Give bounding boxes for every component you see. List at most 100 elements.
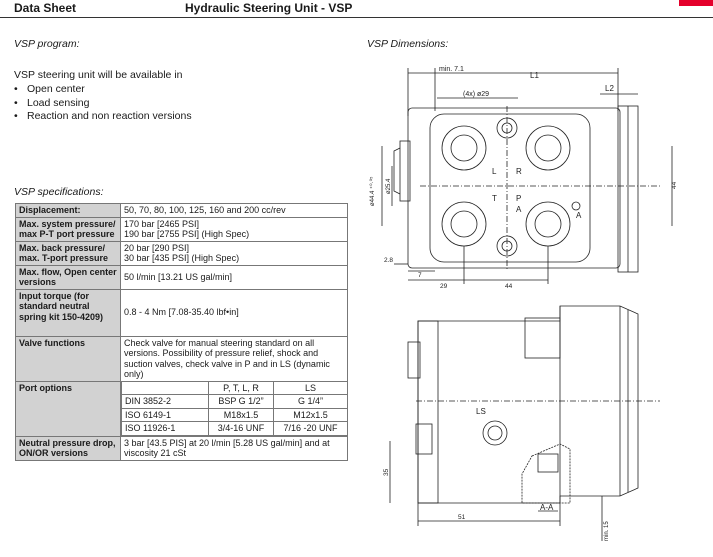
brand-accent-bar (679, 0, 713, 6)
side-shaft (407, 341, 421, 379)
dim-d44-label: ø44.4 ⁺⁰·⁰⁵ (369, 176, 376, 206)
housing-outline (407, 107, 621, 269)
spec-value: 170 bar [2465 PSI] 190 bar [2755 PSI] (H… (120, 216, 348, 242)
program-list: Open center Load sensing Reaction and no… (14, 83, 192, 124)
port-r-label: R (516, 167, 522, 176)
port-t-inner (450, 210, 478, 238)
l2-label: L2 (605, 84, 614, 93)
specs-heading: VSP specifications: (14, 186, 104, 198)
spec-value: 0.8 - 4 Nm [7.08-35.40 lbf•in] (120, 288, 348, 337)
dim-44-label: 44 (671, 181, 678, 189)
spec-label: Input torque (for standard neutral sprin… (15, 288, 121, 337)
spec-value: 20 bar [290 PSI] 30 bar [435 PSI] (High … (120, 240, 348, 266)
spec-value-line: 170 bar [2465 PSI] (124, 218, 200, 229)
section-a-label: A (576, 211, 582, 220)
table-row: ISO 11926-1 3/4-16 UNF 7/16 -20 UNF (121, 421, 347, 436)
table-cell: G 1/4” (273, 394, 347, 409)
port-l-label: L (492, 167, 497, 176)
section-aa-label: A-A (540, 503, 554, 512)
port-r-inner (534, 134, 562, 162)
table-row: P, T, L, R LS (121, 381, 347, 395)
ls-port (482, 420, 508, 446)
table-cell: ISO 6149-1 (121, 407, 209, 422)
port-r-outer (525, 125, 571, 171)
table-cell: M18x1.5 (208, 407, 274, 422)
program-intro: VSP steering unit will be available in (14, 69, 183, 81)
table-row: Max. back pressure/ max. T-port pressure… (15, 240, 348, 266)
min-15-label: min. 15 (604, 521, 610, 541)
spec-label: Displacement: (15, 203, 121, 218)
dim-7-label: 7 (418, 272, 422, 279)
spec-label: Neutral pressure drop, ON/OR versions (15, 435, 121, 461)
port-face (429, 113, 591, 263)
l1-label: L1 (530, 71, 539, 80)
side-shoulder (417, 320, 439, 504)
list-item: Reaction and non reaction versions (14, 110, 192, 124)
table-cell: 3/4-16 UNF (208, 421, 274, 436)
document-title: Hydraulic Steering Unit - VSP (185, 1, 353, 15)
section-detail-port (537, 453, 559, 473)
spline-shaft (399, 140, 411, 202)
spec-label: Max. flow, Open center versions (15, 264, 121, 290)
side-view: LS 35 51 A-A min. 15 (383, 305, 660, 541)
holes-label: (4x) ø29 (463, 91, 489, 98)
table-row: ISO 6149-1 M18x1.5 M12x1.5 (121, 407, 347, 422)
dimension-drawing: min. 7.1 L1 L2 (4x) ø29 L R T P A (369, 66, 678, 541)
dim-29-label: 29 (440, 283, 448, 290)
port-options-table: P, T, L, R LS DIN 3852-2 BSP G 1/2” G 1/… (121, 381, 347, 436)
shaft-tip (393, 147, 401, 195)
table-cell: M12x1.5 (273, 407, 347, 422)
spec-label: Port options (15, 380, 121, 437)
spec-value: 50 l/min [13.21 US gal/min] (120, 264, 348, 290)
mounting-hole (496, 235, 518, 257)
spec-label: Max. system pressure/ max P-T port press… (15, 216, 121, 242)
dim-35-label: 35 (383, 468, 390, 476)
spec-value: Check valve for manual steering standard… (120, 335, 348, 382)
table-row: Max. flow, Open center versions 50 l/min… (15, 264, 348, 290)
side-top-block (524, 317, 561, 359)
port-t-outer (441, 201, 487, 247)
side-outline (417, 305, 639, 504)
table-row: Max. system pressure/ max P-T port press… (15, 216, 348, 242)
spec-value: 50, 70, 80, 100, 125, 160 and 200 cc/rev (120, 203, 348, 218)
spec-value-line: 30 bar [435 PSI] (High Spec) (124, 253, 240, 263)
specifications-table: Displacement: 50, 70, 80, 100, 125, 160 … (15, 203, 348, 461)
table-cell: 7/16 -20 UNF (273, 421, 347, 436)
list-item: Open center (14, 83, 192, 97)
ls-port-label: LS (476, 407, 486, 416)
dim-28-label: 2.8 (384, 257, 393, 264)
top-view: min. 7.1 L1 L2 (4x) ø29 L R T P A (369, 66, 678, 290)
table-row: DIN 3852-2 BSP G 1/2” G 1/4” (121, 394, 347, 409)
port-t-label: T (492, 194, 497, 203)
ls-plug (571, 201, 581, 211)
list-item: Load sensing (14, 97, 192, 111)
port-options-cell: P, T, L, R LS DIN 3852-2 BSP G 1/2” G 1/… (120, 380, 348, 437)
table-row: Displacement: 50, 70, 80, 100, 125, 160 … (15, 203, 348, 218)
table-cell (121, 381, 209, 395)
table-cell: ISO 11926-1 (121, 421, 209, 436)
header-rule (0, 17, 713, 18)
min-7-1-label: min. 7.1 (439, 66, 464, 73)
table-row: Valve functions Check valve for manual s… (15, 335, 348, 382)
dimensions-heading: VSP Dimensions: (367, 38, 449, 50)
dim-44b-label: 44 (505, 283, 513, 290)
document-type: Data Sheet (14, 1, 77, 15)
port-l-inner (450, 134, 478, 162)
table-header-cell: P, T, L, R (208, 381, 274, 395)
table-row: Port options P, T, L, R LS DIN 3852-2 BS… (15, 380, 348, 437)
port-p-label: P (516, 194, 521, 203)
page-header: Data Sheet Hydraulic Steering Unit - VSP (0, 0, 713, 19)
table-row: Neutral pressure drop, ON/OR versions 3 … (15, 435, 348, 461)
section-detail (521, 443, 571, 504)
spec-label: Max. back pressure/ max. T-port pressure (15, 240, 121, 266)
spec-value: 3 bar [43.5 PIS] at 20 l/min [5.28 US ga… (120, 435, 348, 461)
side-port-boss (415, 423, 433, 455)
dim-51-label: 51 (458, 514, 466, 521)
ls-port-inner (487, 425, 503, 441)
table-cell: DIN 3852-2 (121, 394, 209, 409)
dim-d25-label: ø25.4 (386, 178, 392, 194)
table-row: Input torque (for standard neutral sprin… (15, 288, 348, 337)
spec-value-line: 190 bar [2755 PSI] (High Spec) (124, 229, 250, 239)
port-p-outer (525, 201, 571, 247)
port-l-outer (441, 125, 487, 171)
